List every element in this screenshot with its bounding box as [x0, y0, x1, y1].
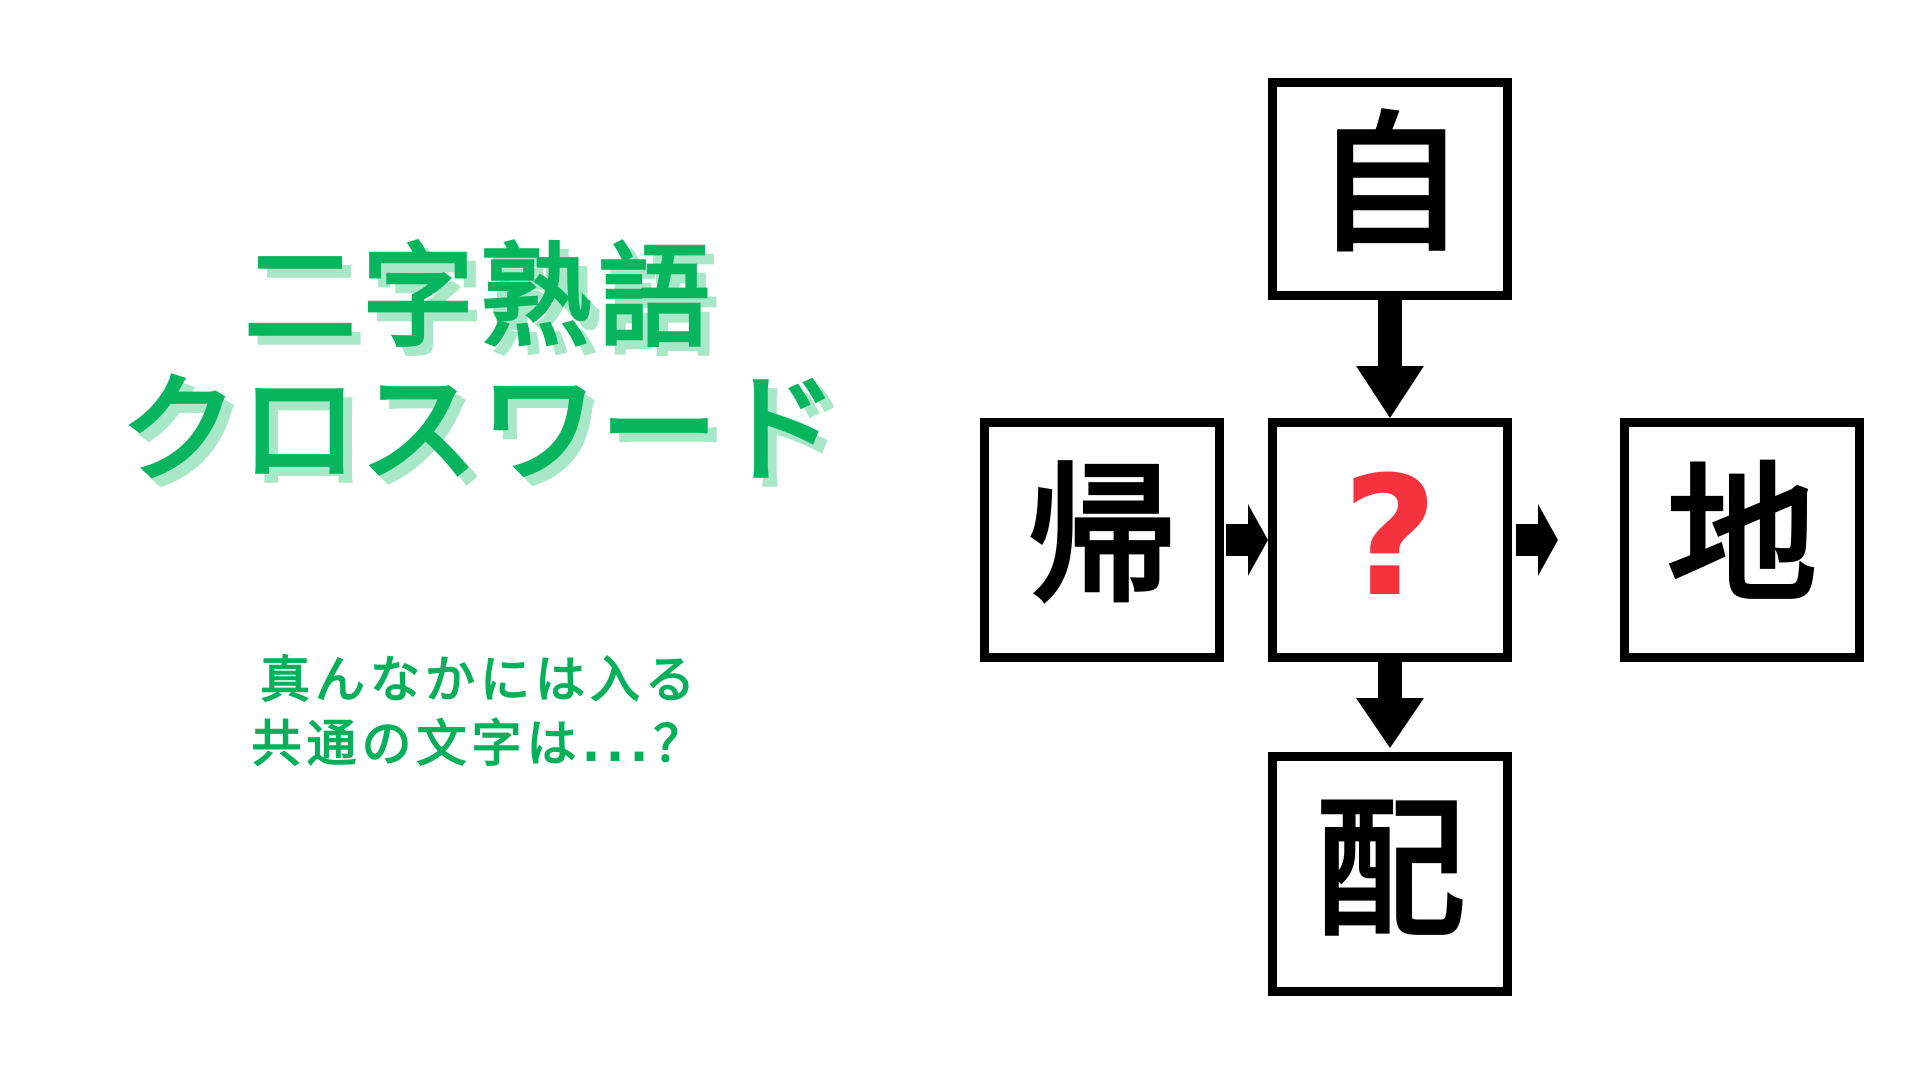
cell-right[interactable]: 地: [1620, 418, 1864, 662]
cell-left-character: 帰: [1026, 450, 1177, 624]
left-text-panel: 二字熟語 クロスワード 真んなかには入る 共通の文字は...？: [0, 232, 960, 776]
page-title: 二字熟語 クロスワード: [0, 232, 960, 496]
page-subtitle: 真んなかには入る 共通の文字は...？: [0, 648, 960, 776]
cell-right-character: 地: [1666, 450, 1817, 624]
title-line-2: クロスワード: [119, 361, 840, 499]
crossword-grid: 自 帰 ? 地 配: [960, 0, 1920, 1080]
arrow-down-icon: [1356, 662, 1424, 748]
subtitle-line-2: 共通の文字は...？: [251, 715, 709, 773]
cell-center-question-mark: ?: [1342, 440, 1438, 633]
cell-top[interactable]: 自: [1268, 78, 1512, 300]
cell-bottom-character: 配: [1314, 784, 1465, 958]
cell-bottom[interactable]: 配: [1268, 752, 1512, 996]
cell-center-answer[interactable]: ?: [1268, 418, 1512, 662]
title-line-1: 二字熟語: [244, 233, 716, 363]
cell-top-character: 自: [1314, 99, 1465, 273]
subtitle-line-1: 真んなかには入る: [260, 651, 700, 709]
cell-left[interactable]: 帰: [980, 418, 1224, 662]
arrow-right-icon: [1516, 498, 1558, 582]
arrow-down-icon: [1356, 300, 1424, 418]
arrow-right-icon: [1226, 498, 1268, 582]
